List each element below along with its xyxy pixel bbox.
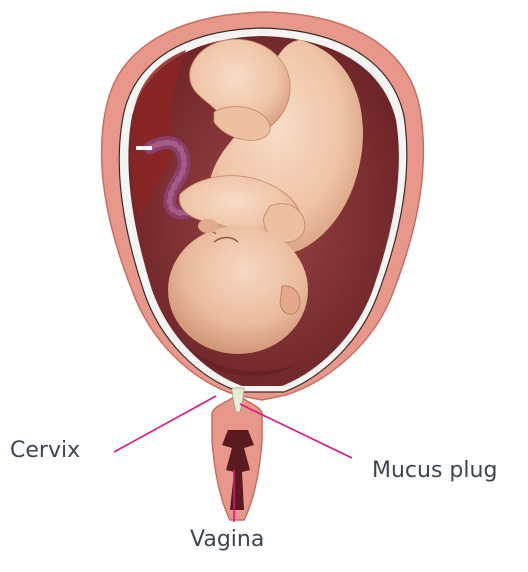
cervix-leader-line	[114, 396, 216, 452]
mucus-plug-label: Mucus plug	[372, 458, 497, 484]
cervix-label: Cervix	[10, 438, 80, 464]
vagina-label: Vagina	[190, 527, 264, 553]
